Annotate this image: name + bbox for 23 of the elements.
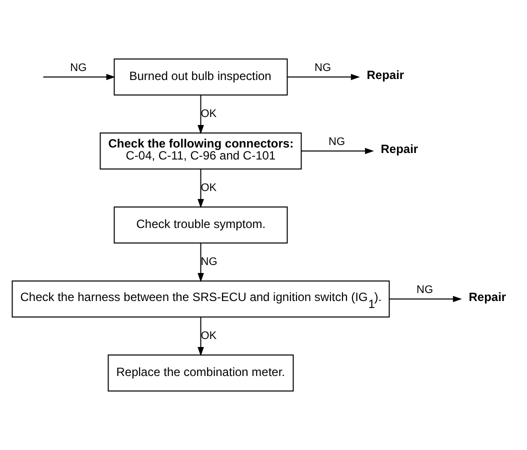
node-box: Burned out bulb inspection: [114, 58, 288, 96]
arrow: [286, 74, 360, 80]
arrow: [198, 242, 204, 282]
edge-label: NG: [70, 62, 87, 74]
edge-label: OK: [200, 108, 217, 120]
edge-label: NG: [328, 136, 345, 148]
arrow: [388, 296, 462, 302]
arrow: [198, 94, 204, 134]
arrow: [300, 148, 374, 154]
node-box: Check trouble symptom.: [114, 206, 288, 244]
arrow: [42, 74, 116, 80]
edge-label: NG: [416, 284, 433, 296]
edge-label: OK: [200, 330, 217, 342]
node-box: Replace the combination meter.: [108, 354, 294, 392]
node-text: Repair: [366, 68, 404, 82]
edge-label: NG: [200, 256, 218, 268]
edge-label: NG: [314, 62, 331, 74]
node-box: Check the following connectors: C-04, C-11, C-96 and C-101: [100, 132, 302, 170]
arrow: [198, 168, 204, 208]
node-text: Repair: [468, 290, 506, 304]
arrow: [198, 316, 204, 356]
node-text: Repair: [380, 142, 418, 156]
edge-label: OK: [200, 182, 217, 194]
